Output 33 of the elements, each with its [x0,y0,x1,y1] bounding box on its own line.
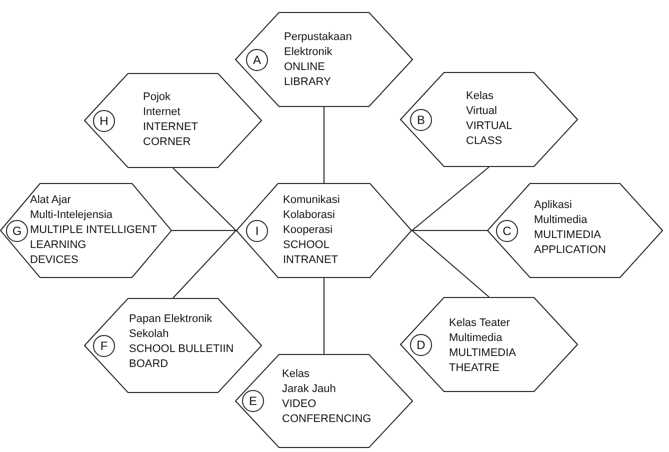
node-text: Kelas Virtual [466,88,498,118]
node-text: Kelas Teater Multimedia [449,316,511,346]
connector-line [172,230,236,298]
connector-line [412,230,488,231]
node-text: MULTIPLE INTELLIGENT LEARNING DEVICES [30,223,157,268]
connector-line [412,166,490,231]
node-text: MULTIMEDIA THEATRE [449,346,516,376]
node-text: SCHOOL INTRANET [283,238,339,268]
hexagon-node [235,12,413,107]
node-text: ONLINE LIBRARY [284,60,332,90]
node-text: SCHOOL BULLETIIN BOARD [129,342,234,372]
node-text: Aplikasi Multimedia [534,198,588,228]
node-text: Pojok Internet [143,90,182,120]
node-text: Papan Elektronik Sekolah [129,312,214,342]
node-text: Alat Ajar Multi-Intelejensia [30,193,114,223]
connector-line [172,230,236,231]
hexagon-node [0,183,172,278]
node-text: MULTIMEDIA APPLICATION [534,228,606,258]
hexagon-node [84,298,262,393]
hexagon-node [400,297,578,392]
node-text: Kelas Jarak Jauh [282,367,337,397]
hexagon-node [235,354,413,448]
node-text: Komunikasi Kolaborasi Kooperasi [283,193,340,238]
hexagon-node [84,73,262,168]
connector-line [172,168,236,231]
node-text: VIDEO CONFERENCING [282,397,372,427]
node-text: VIRTUAL CLASS [466,118,512,148]
node-text: INTERNET CORNER [143,120,198,150]
hexagon-node [236,183,412,278]
node-text: Perpustakaan Elektronik [284,30,352,60]
hexagon-node [487,183,663,278]
connector-line [412,230,490,298]
hexagon-node [400,72,578,167]
